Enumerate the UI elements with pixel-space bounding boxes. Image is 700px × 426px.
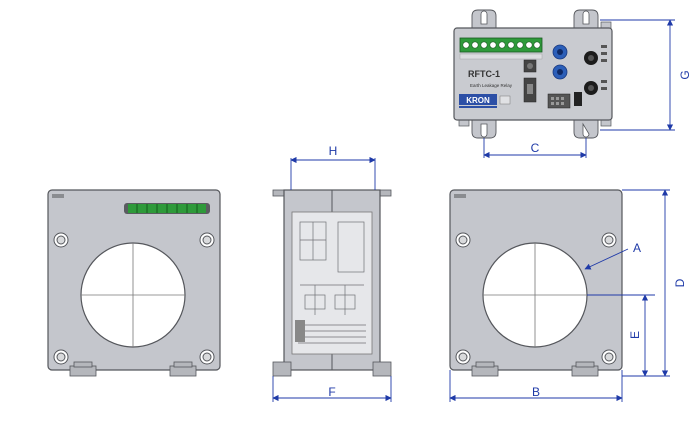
dim-label-g: G [678, 70, 692, 79]
right-view-sensor [449, 189, 623, 377]
relay-potentiometers [552, 44, 598, 95]
front-terminal-block [124, 203, 210, 214]
front-mounting-feet [69, 361, 197, 377]
dim-label-a: A [633, 241, 641, 255]
right-mounting-feet [471, 361, 599, 377]
dimension-lines [272, 19, 675, 402]
side-view-sensor [272, 189, 392, 377]
relay-terminal-strip [459, 37, 543, 60]
relay-subtitle: Earth Leakage Relay [470, 83, 513, 88]
dim-label-e: E [628, 331, 642, 339]
front-view-sensor [47, 189, 221, 377]
right-mounting-holes [455, 232, 617, 365]
relay-model-label: RFTC-1 [468, 69, 500, 79]
relay-brand-badge: KRON [459, 94, 497, 108]
front-mounting-holes [53, 232, 215, 365]
side-label-panel [291, 211, 373, 355]
side-mounting-feet [272, 361, 392, 377]
dim-label-c: C [531, 141, 540, 155]
dim-label-b: B [532, 385, 540, 399]
dim-label-f: F [328, 385, 335, 399]
dim-label-h: H [329, 144, 338, 158]
relay-brand-text: KRON [466, 96, 490, 105]
relay-controls [523, 59, 582, 109]
relay-module: RFTC-1 Earth Leakage Relay KRON [453, 9, 613, 139]
dim-label-d: D [673, 278, 687, 287]
